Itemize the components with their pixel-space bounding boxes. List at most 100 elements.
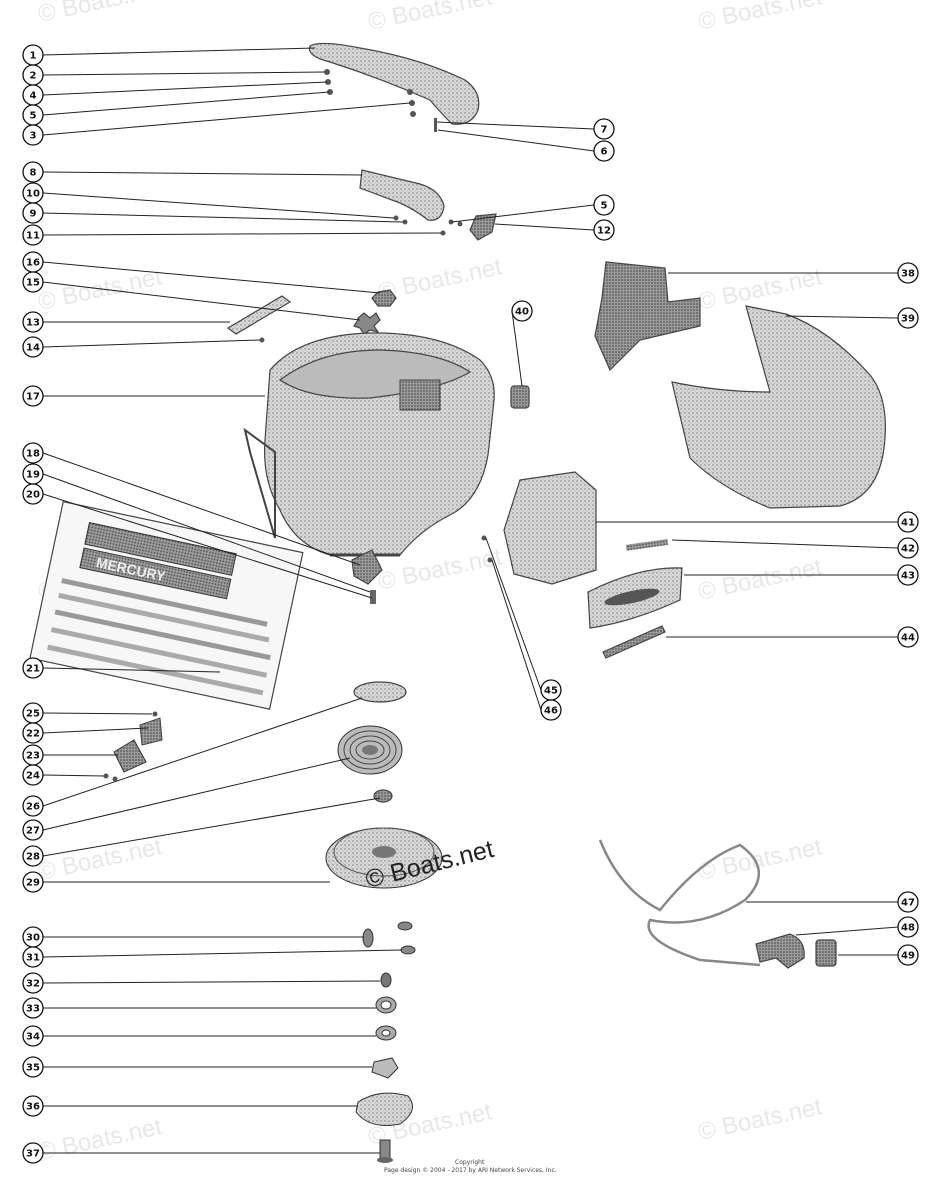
callout-leader-line bbox=[42, 697, 363, 807]
callout-25: 25 bbox=[22, 702, 153, 724]
recoil-plate bbox=[353, 681, 407, 703]
callout-number: 28 bbox=[26, 852, 40, 863]
callout-number: 36 bbox=[26, 1102, 40, 1113]
screw bbox=[259, 337, 265, 343]
callout-29: 29 bbox=[22, 871, 330, 893]
callout-number: 24 bbox=[26, 771, 40, 782]
callout-number: 12 bbox=[597, 226, 611, 237]
callout-number: 17 bbox=[26, 392, 40, 403]
callout-number: 8 bbox=[30, 168, 37, 179]
callout-20: 20 bbox=[22, 483, 373, 599]
callout-circle bbox=[22, 657, 44, 679]
callout-circle bbox=[22, 124, 44, 146]
callout-leader-line bbox=[42, 261, 381, 294]
callout-number: 34 bbox=[26, 1032, 40, 1043]
recoil-spring bbox=[337, 725, 403, 775]
callout-number: 23 bbox=[26, 751, 40, 762]
callout-circle bbox=[897, 944, 919, 966]
callout-circle bbox=[593, 194, 615, 216]
callout-number: 25 bbox=[26, 709, 40, 720]
callout-circle bbox=[897, 564, 919, 586]
callout-11: 11 bbox=[22, 224, 442, 246]
callout-number: 13 bbox=[26, 318, 40, 329]
callout-number: 31 bbox=[26, 953, 40, 964]
callout-number: 44 bbox=[901, 633, 915, 644]
callout-number: 15 bbox=[26, 278, 40, 289]
callout-leader-line bbox=[42, 774, 105, 777]
copyright-line-2: Page design © 2004 - 2017 by ARI Network… bbox=[384, 1167, 557, 1174]
callout-21: 21 bbox=[22, 657, 221, 679]
watermark: © Boats.net bbox=[36, 1113, 165, 1166]
latch bbox=[469, 213, 497, 241]
callout-circle bbox=[22, 819, 44, 841]
callout-22: 22 bbox=[22, 722, 149, 744]
callout-44: 44 bbox=[666, 626, 919, 648]
callout-43: 43 bbox=[684, 564, 919, 586]
callout-circle bbox=[897, 916, 919, 938]
callout-circle bbox=[22, 202, 44, 224]
hardware-stack bbox=[355, 921, 416, 1163]
grommet bbox=[510, 385, 530, 409]
callout-leader-line bbox=[42, 712, 153, 715]
callout-leader-line bbox=[42, 281, 361, 321]
callout-4: 4 bbox=[22, 81, 328, 106]
decal-sheet: MERCURY bbox=[29, 500, 304, 710]
callout-47: 47 bbox=[746, 891, 919, 913]
callout-circle bbox=[22, 946, 44, 968]
callout-23: 23 bbox=[22, 744, 118, 766]
handle-insert bbox=[815, 939, 837, 967]
callout-number: 3 bbox=[30, 131, 37, 142]
callout-leader-line bbox=[42, 949, 403, 958]
watermark: © Boats.net bbox=[696, 263, 825, 316]
callout-12: 12 bbox=[494, 219, 615, 241]
callout-circle bbox=[511, 300, 533, 322]
watermark: © Boats.net bbox=[366, 0, 495, 36]
rewind-pulley bbox=[325, 827, 443, 889]
callout-9: 9 bbox=[22, 202, 404, 224]
callout-8: 8 bbox=[22, 161, 363, 183]
callout-leader-line bbox=[42, 797, 381, 857]
callout-number: 5 bbox=[601, 201, 608, 212]
callout-leader-line bbox=[42, 47, 316, 56]
callout-number: 29 bbox=[26, 878, 40, 889]
callout-46: 46 bbox=[491, 559, 562, 721]
callout-number: 45 bbox=[544, 686, 558, 697]
callout-circle bbox=[22, 483, 44, 505]
callout-19: 19 bbox=[22, 463, 371, 593]
callout-number: 10 bbox=[26, 189, 40, 200]
watermark: © Boats.net bbox=[696, 553, 825, 606]
callout-number: 5 bbox=[30, 111, 37, 122]
callout-leader-line bbox=[795, 926, 899, 936]
top-cowl-handle bbox=[308, 42, 480, 125]
callout-number: 22 bbox=[26, 729, 40, 740]
callout-leader-line bbox=[42, 232, 442, 236]
callout-39: 39 bbox=[785, 307, 919, 329]
callout-5: 5 bbox=[451, 194, 615, 223]
callout-circle bbox=[897, 626, 919, 648]
callout-number: 16 bbox=[26, 258, 40, 269]
callout-32: 32 bbox=[22, 972, 381, 994]
callout-number: 14 bbox=[26, 343, 40, 354]
top-cowl bbox=[243, 332, 495, 557]
callout-37: 37 bbox=[22, 1142, 380, 1164]
callout-number: 49 bbox=[901, 951, 915, 962]
callout-circle bbox=[897, 891, 919, 913]
callout-5: 5 bbox=[22, 91, 330, 126]
callout-number: 46 bbox=[544, 706, 558, 717]
callout-40: 40 bbox=[511, 300, 533, 387]
callout-circle bbox=[22, 845, 44, 867]
callout-34: 34 bbox=[22, 1025, 376, 1047]
callout-leader-line bbox=[485, 537, 542, 691]
callout-circle bbox=[22, 871, 44, 893]
callout-number: 1 bbox=[30, 51, 37, 62]
callout-circle bbox=[897, 537, 919, 559]
watermark: © Boats.net bbox=[696, 1093, 825, 1146]
callout-circle bbox=[897, 511, 919, 533]
bushing bbox=[373, 789, 393, 803]
callout-number: 19 bbox=[26, 470, 40, 481]
callout-number: 42 bbox=[901, 544, 915, 555]
callout-leader-line bbox=[42, 757, 351, 831]
callout-number: 20 bbox=[26, 490, 40, 501]
callout-leader-line bbox=[491, 559, 542, 711]
